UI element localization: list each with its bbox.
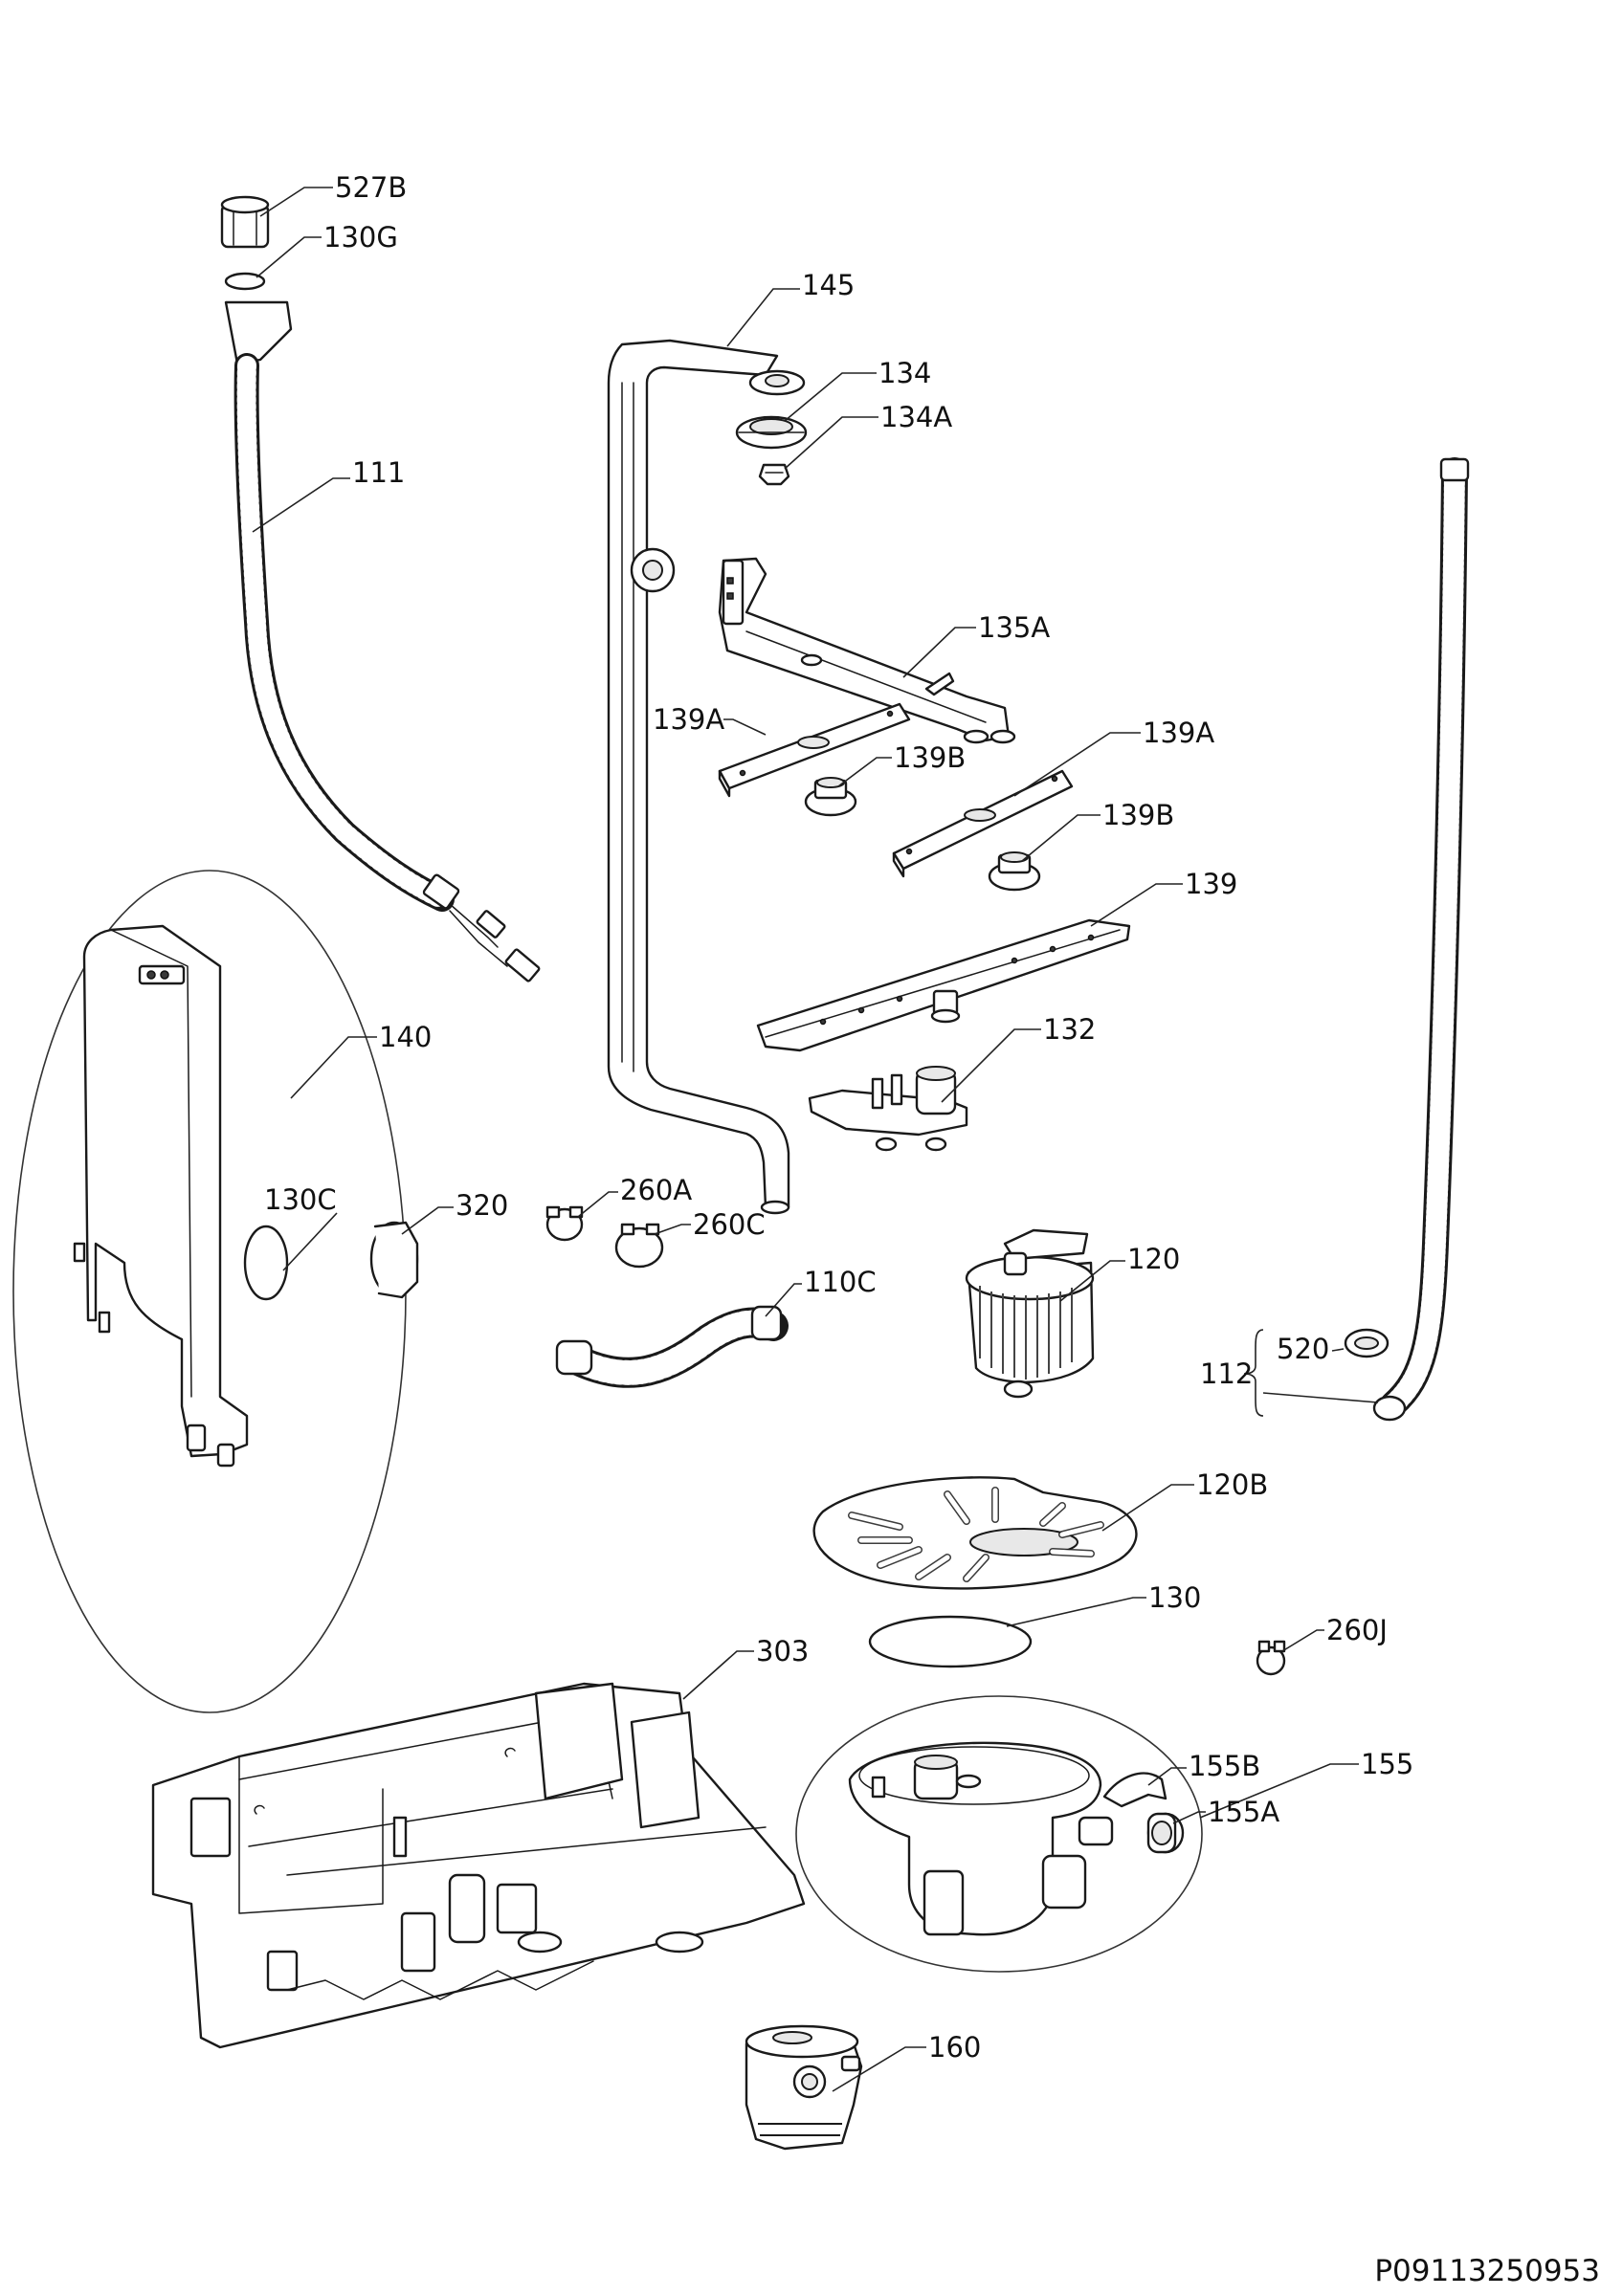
callout-260A: 260A: [620, 1174, 692, 1206]
leader-134A: [784, 416, 878, 470]
callout-155: 155: [1361, 1748, 1413, 1780]
part-260J-hose-clamp: [1256, 1640, 1286, 1676]
leader-132: [941, 1028, 1041, 1103]
part-155B-flap: [1102, 1772, 1167, 1808]
callout-527B: 527B: [335, 171, 407, 204]
leader-110C: [765, 1283, 802, 1317]
leader-130C: [282, 1212, 338, 1271]
callout-134: 134: [878, 357, 931, 389]
callout-134A: 134A: [880, 401, 952, 433]
part-110C-corrugated-hose: [555, 1305, 789, 1388]
callout-111: 111: [352, 456, 405, 489]
part-130C-seal: [243, 1225, 289, 1301]
callout-260J: 260J: [1326, 1614, 1388, 1646]
part-120B-filter-plate: [812, 1476, 1138, 1590]
leader-155A: [1172, 1811, 1206, 1824]
part-134-nozzle-cap: [735, 415, 808, 450]
callout-labels: 527B 130G 145 134 134A 111 135A 139A 139…: [264, 171, 1413, 2064]
leader-139: [1090, 883, 1183, 927]
callout-139: 139: [1185, 868, 1237, 900]
part-139-lower-spray-arm: [756, 918, 1131, 1052]
leader-139A-right: [1013, 732, 1141, 797]
callout-120: 120: [1127, 1243, 1180, 1275]
part-155A-connector: [1146, 1812, 1185, 1854]
callout-112: 112: [1200, 1358, 1253, 1390]
part-139A-right-plate: [892, 769, 1074, 878]
part-155-sump-detail: [795, 1695, 1203, 1973]
leader-112-lower: [1262, 1392, 1379, 1403]
callout-139B-left: 139B: [894, 741, 966, 774]
callout-303: 303: [756, 1635, 809, 1667]
part-132-arm-support: [808, 1066, 968, 1152]
leader-134: [784, 372, 877, 422]
leader-139A-left: [723, 718, 767, 736]
part-303-base-tray: [151, 1682, 806, 2049]
part-527B-nut: [220, 195, 270, 249]
leader-120B: [1101, 1484, 1194, 1532]
callout-520: 520: [1277, 1333, 1329, 1365]
leader-260J: [1281, 1629, 1324, 1652]
callout-139A-left: 139A: [653, 703, 724, 736]
part-130G-seal: [224, 272, 266, 291]
leader-155B: [1147, 1767, 1187, 1786]
part-139A-left-plate: [718, 702, 911, 798]
leader-139B-left: [837, 757, 892, 787]
leader-lines: [252, 187, 1379, 2092]
part-160-circulation-pump: [745, 2024, 863, 2151]
leader-130G: [256, 236, 322, 278]
callout-140: 140: [379, 1021, 432, 1053]
callout-110C: 110C: [804, 1266, 877, 1298]
callout-130C: 130C: [264, 1183, 337, 1216]
leader-303: [682, 1650, 754, 1700]
part-111-supply-hose: [224, 300, 541, 982]
part-112-drain-hose: [1372, 457, 1470, 1422]
part-120-filter: [965, 1228, 1095, 1399]
leader-145: [726, 288, 800, 347]
leader-520: [1331, 1348, 1345, 1352]
leader-527B: [259, 187, 333, 217]
callout-139B-right: 139B: [1102, 799, 1174, 831]
callout-135A: 135A: [978, 611, 1050, 644]
leader-320: [401, 1206, 454, 1235]
leader-260C: [654, 1224, 691, 1235]
bracket-112: [1243, 1329, 1264, 1417]
callout-130G: 130G: [323, 221, 398, 254]
callout-160: 160: [928, 2031, 981, 2064]
leader-155: [1199, 1763, 1359, 1819]
callout-155B: 155B: [1189, 1750, 1260, 1782]
leader-160: [832, 2046, 926, 2092]
leader-139B-right: [1021, 814, 1101, 862]
leader-130: [1006, 1597, 1146, 1627]
callout-120B: 120B: [1196, 1468, 1268, 1501]
part-139B-right-hub: [988, 851, 1041, 892]
callout-320: 320: [456, 1189, 508, 1222]
part-260A-hose-clamp: [545, 1205, 584, 1242]
part-135A-upper-arm-support: [718, 557, 1016, 744]
document-code: P09113250953: [1374, 2254, 1600, 2288]
part-134A-nut: [758, 463, 790, 486]
callout-139A-right: 139A: [1143, 717, 1214, 749]
leader-135A: [902, 627, 976, 678]
leader-111: [252, 477, 350, 533]
part-320-ring-cover: [369, 1221, 419, 1299]
part-145-spray-pipe: [607, 339, 806, 1215]
part-139B-left-hub: [804, 777, 857, 817]
callout-132: 132: [1043, 1013, 1096, 1046]
callout-155A: 155A: [1208, 1796, 1279, 1828]
leader-140: [290, 1036, 377, 1099]
leader-260A: [577, 1191, 618, 1218]
part-520-hose-holder: [1344, 1328, 1390, 1358]
part-140-distributor-detail: [12, 870, 407, 1713]
part-130-sump-seal: [868, 1615, 1033, 1668]
callout-145: 145: [802, 269, 855, 301]
part-260C-hose-clamp: [614, 1223, 664, 1269]
callout-260C: 260C: [693, 1208, 766, 1241]
callout-130: 130: [1148, 1581, 1201, 1614]
leader-120: [1059, 1260, 1125, 1302]
